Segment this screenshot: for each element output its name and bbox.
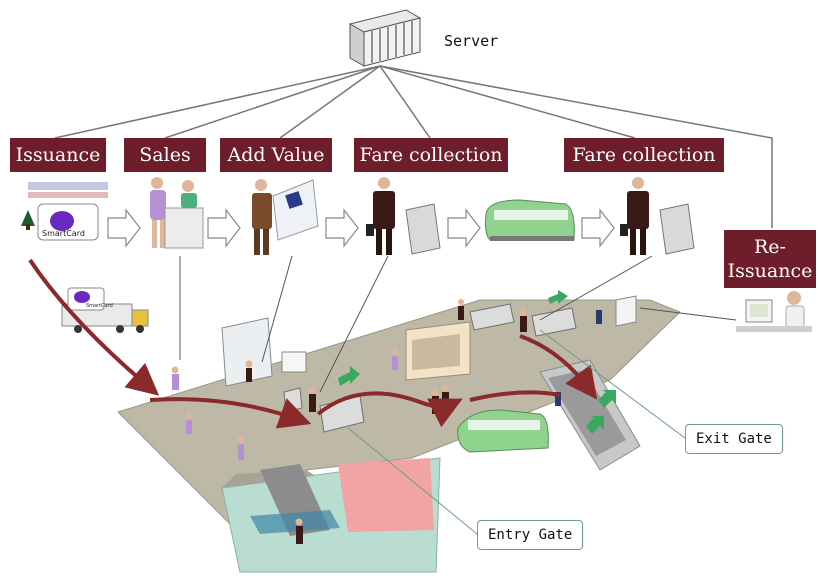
label-sales: Sales — [124, 138, 206, 172]
label-fare-collection-exit: Fare collection — [564, 138, 724, 172]
train-illustration — [485, 199, 575, 241]
label-fare-collection-entry: Fare collection — [354, 138, 508, 172]
server-label: Server — [444, 32, 499, 50]
callout-leaders — [347, 329, 686, 535]
flow-arrow-4 — [447, 208, 481, 248]
entry-gate-callout: Entry Gate — [477, 520, 584, 550]
label-re-issuance: Re- Issuance — [724, 230, 816, 288]
flow-arrow-1 — [107, 208, 141, 248]
station-floor — [117, 295, 681, 573]
issuance-illustration: SmartCard — [21, 182, 108, 241]
sales-illustration — [150, 177, 204, 249]
entry-zone — [338, 458, 434, 532]
passenger-flow-arrows — [28, 258, 598, 429]
process-arrows — [107, 208, 615, 248]
server-connection-lines — [54, 65, 773, 228]
flow-arrow-2 — [207, 208, 241, 248]
green-direction-arrows — [338, 290, 616, 434]
re-issuance-illustration — [736, 291, 812, 332]
entry-gate-illustration — [366, 177, 441, 255]
flow-arrow-3 — [325, 208, 359, 248]
exit-gate-callout: Exit Gate — [685, 424, 783, 454]
server-icon — [348, 9, 422, 67]
flow-arrow-5 — [581, 208, 615, 248]
exit-gate-illustration — [620, 177, 695, 255]
label-issuance: Issuance — [10, 138, 106, 172]
smartcard-label: SmartCard — [42, 229, 85, 238]
add-value-illustration — [252, 179, 319, 255]
delivery-truck-illustration: SmartCard — [61, 287, 149, 333]
connector-lines — [179, 255, 737, 393]
truck-smartcard-label: SmartCard — [86, 303, 113, 309]
label-add-value: Add Value — [220, 138, 332, 172]
